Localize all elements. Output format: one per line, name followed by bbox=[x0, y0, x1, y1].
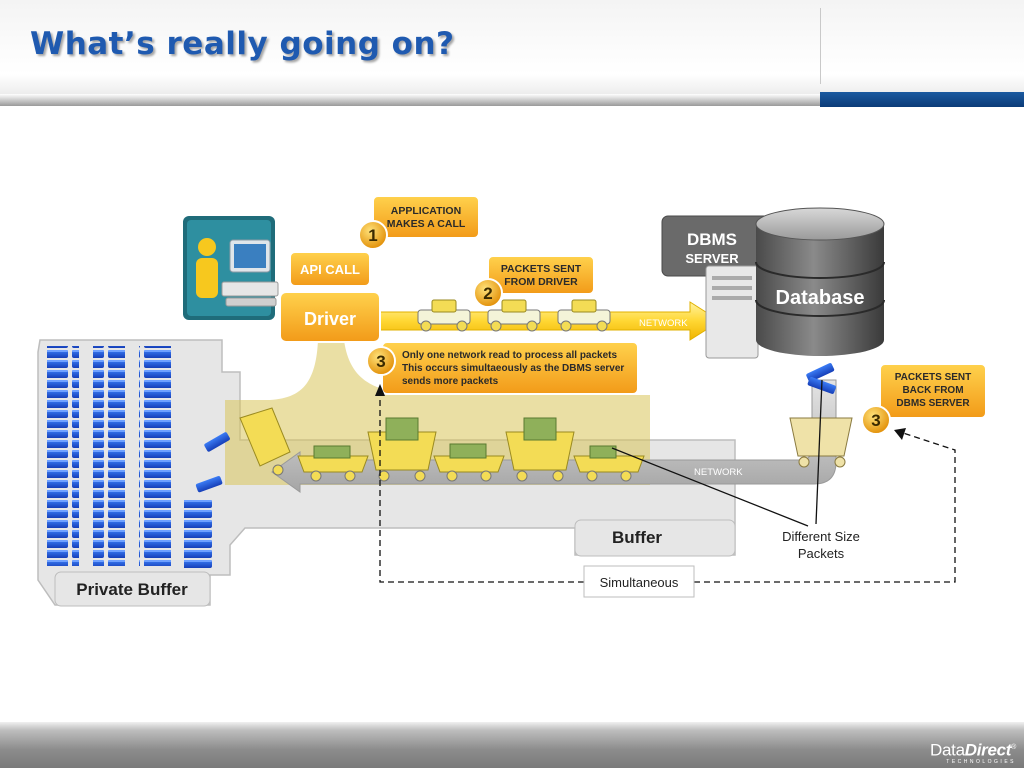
step1-badge bbox=[358, 220, 388, 250]
step1-line2: MAKES A CALL bbox=[387, 218, 466, 230]
step3-right-line1: PACKETS SENT bbox=[895, 372, 972, 383]
step3-right-number: 3 bbox=[871, 411, 880, 430]
private-buffer-stack-3 bbox=[139, 346, 171, 566]
api-call-label: API CALL bbox=[300, 262, 360, 277]
step3-left-badge bbox=[366, 346, 396, 376]
packet-cart-bottom-2 bbox=[367, 417, 437, 482]
simultaneous-dashed-path bbox=[379, 390, 956, 583]
dbms-server-line1: DBMS bbox=[687, 230, 737, 249]
tipping-cart bbox=[195, 407, 291, 493]
step1-line1: APPLICATION bbox=[391, 205, 461, 217]
private-buffer-stack-2 bbox=[93, 346, 125, 566]
simultaneous-box bbox=[583, 565, 695, 598]
private-buffer-label: Private Buffer bbox=[76, 580, 188, 599]
database-cylinder bbox=[755, 207, 885, 356]
packet-basket-db bbox=[789, 363, 853, 468]
simultaneous-label: Simultaneous bbox=[600, 575, 679, 590]
step3-left-callout: Only one network read to process all pac… bbox=[366, 341, 639, 395]
computer-user-icon bbox=[183, 216, 279, 320]
packet-cart-top-3 bbox=[557, 299, 611, 332]
slide-title: What’s really going on? bbox=[30, 26, 455, 62]
driver-label: Driver bbox=[304, 309, 356, 329]
packet-cart-bottom-3 bbox=[433, 443, 505, 482]
step3-right-callout: PACKETS SENT BACK FROM DBMS SERVER 3 bbox=[861, 363, 987, 435]
step3-left-line1: Only one network read to process all pac… bbox=[402, 350, 618, 361]
logo-registered-mark: ® bbox=[1011, 744, 1016, 751]
packet-cart-bottom-5 bbox=[573, 445, 645, 482]
private-buffer-label-tab bbox=[54, 571, 211, 607]
dashed-arrowhead-up bbox=[375, 384, 385, 396]
header-blue-accent bbox=[820, 92, 1024, 107]
pointer-line-1 bbox=[611, 447, 809, 527]
buffer-label-tab bbox=[574, 519, 736, 557]
logo-wordmark: DataDirect® bbox=[926, 738, 1016, 760]
step2-badge bbox=[473, 278, 503, 308]
pointer-line-2 bbox=[815, 379, 823, 525]
step1-callout: APPLICATION MAKES A CALL 1 bbox=[358, 195, 480, 250]
step3-right-line2: BACK FROM bbox=[902, 385, 963, 396]
logo-data-text: Data bbox=[930, 740, 965, 760]
slide-footer bbox=[0, 722, 1024, 768]
database-label: Database bbox=[776, 287, 865, 309]
step3-left-number: 3 bbox=[376, 352, 385, 371]
step3-left-line2: This occurs simultaeously as the DBMS se… bbox=[402, 363, 624, 374]
network-label-top: NETWORK bbox=[639, 318, 688, 329]
header-gray-band bbox=[0, 94, 820, 106]
step2-line1: PACKETS SENT bbox=[501, 263, 582, 275]
private-buffer-stack-1 bbox=[47, 346, 79, 566]
packet-cart-top-2 bbox=[487, 299, 541, 332]
packet-cart-bottom-1 bbox=[297, 445, 369, 482]
header-divider bbox=[820, 8, 821, 84]
step2-number: 2 bbox=[483, 284, 492, 303]
different-size-line2: Packets bbox=[798, 546, 845, 561]
packet-cart-top-1 bbox=[417, 299, 471, 332]
step3-right-badge bbox=[861, 405, 891, 435]
dbms-server-icon bbox=[661, 215, 771, 359]
step1-number: 1 bbox=[368, 226, 377, 245]
dbms-server-line2: SERVER bbox=[685, 251, 739, 266]
different-size-line1: Different Size bbox=[782, 529, 860, 544]
step3-left-line3: sends more packets bbox=[402, 376, 499, 387]
datadirect-logo: DataDirect® TECHNOLOGIES bbox=[926, 738, 1016, 766]
packet-cart-bottom-4 bbox=[505, 417, 575, 482]
step2-callout: PACKETS SENT FROM DRIVER 2 bbox=[473, 255, 595, 308]
buffer-label: Buffer bbox=[612, 528, 662, 547]
slide-header bbox=[0, 0, 1024, 106]
dashed-arrowhead-right-callout bbox=[894, 428, 906, 440]
network-label-bottom: NETWORK bbox=[694, 467, 743, 478]
api-call-tab bbox=[289, 251, 371, 287]
logo-subtitle: TECHNOLOGIES bbox=[946, 758, 1016, 765]
logo-direct-text: Direct bbox=[964, 740, 1012, 760]
private-buffer-stack-4 bbox=[184, 498, 216, 568]
driver-block bbox=[279, 291, 381, 343]
step2-line2: FROM DRIVER bbox=[504, 276, 578, 288]
step3-right-line3: DBMS SERVER bbox=[896, 398, 970, 409]
